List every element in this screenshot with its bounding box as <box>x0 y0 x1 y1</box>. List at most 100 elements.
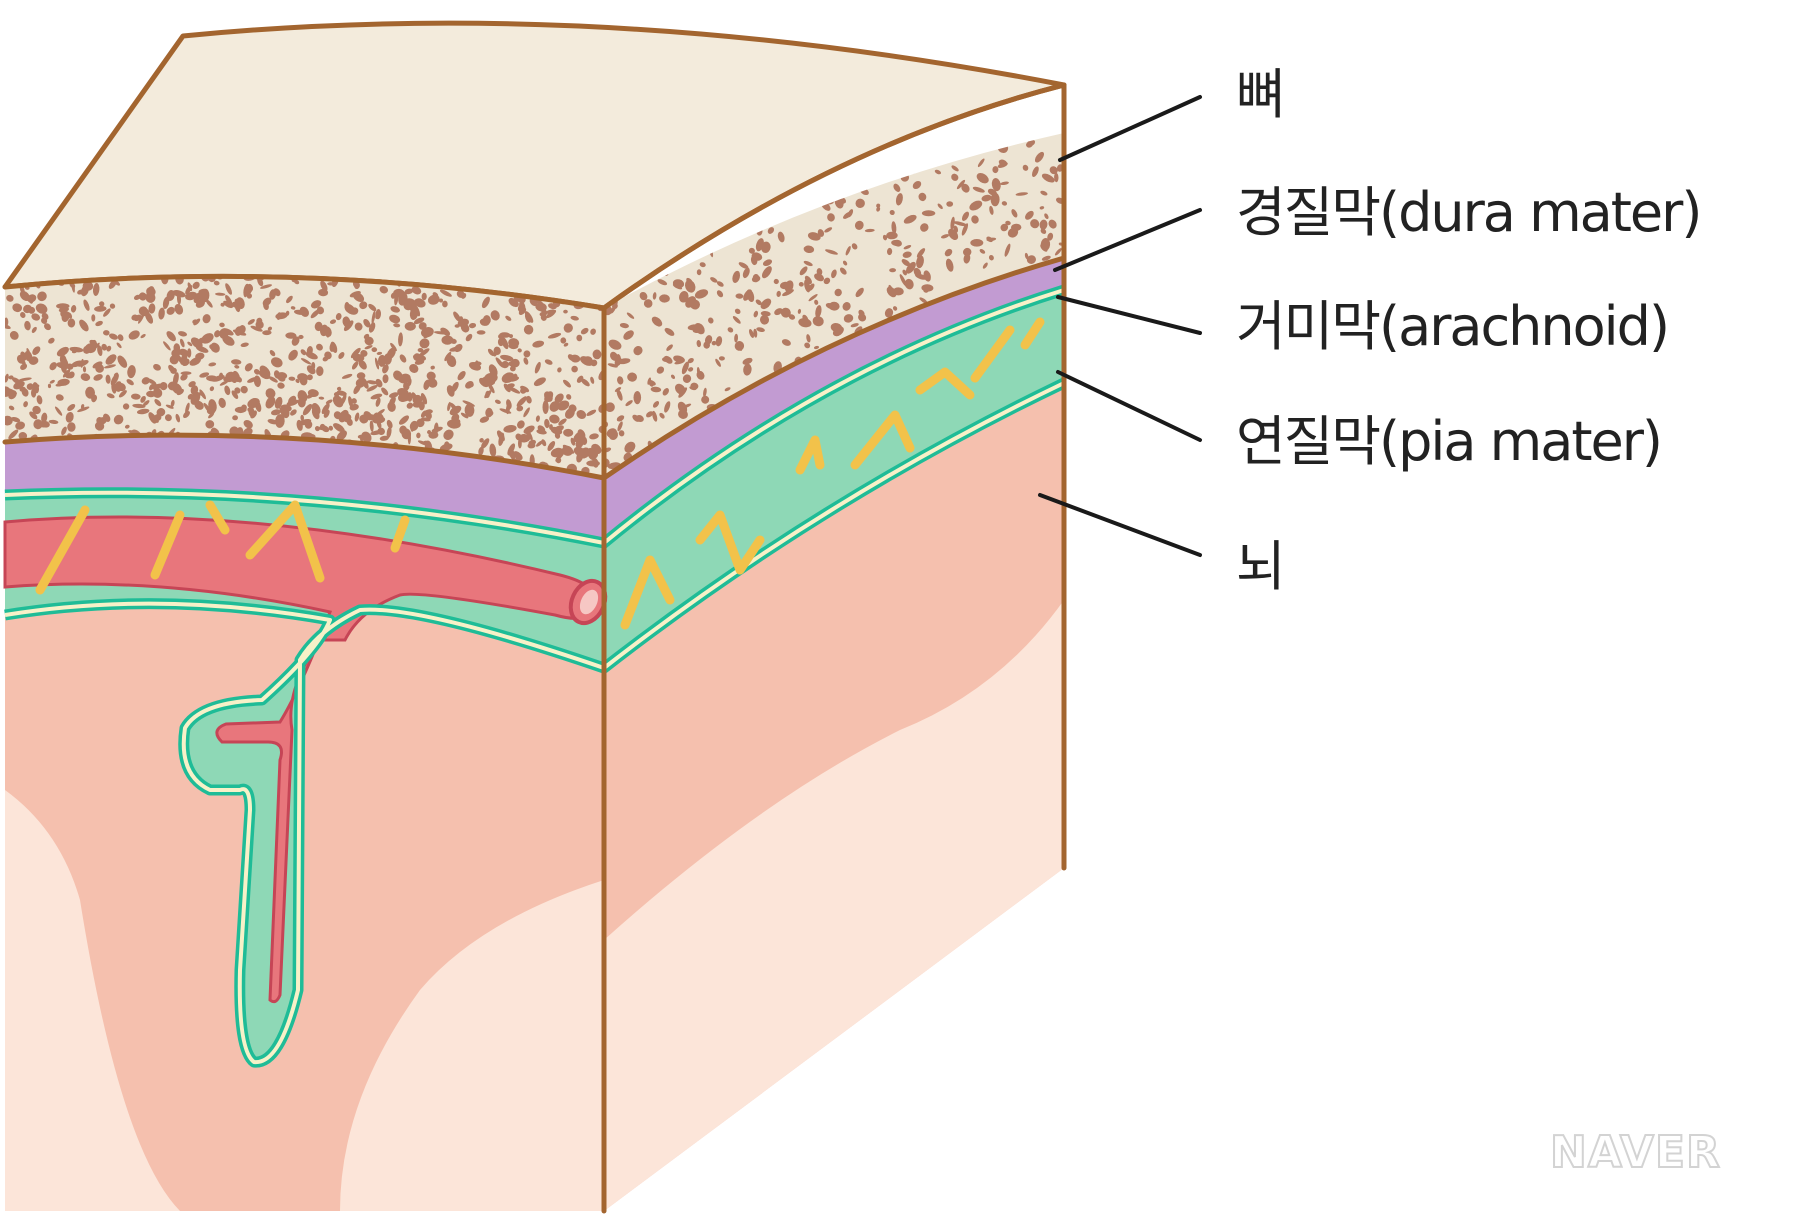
bone-speckle <box>561 445 573 456</box>
bone-speckle <box>370 430 383 436</box>
bone-speckle <box>672 283 683 290</box>
bone-speckle <box>580 327 589 335</box>
bone-speckle <box>352 281 359 289</box>
bone-speckle <box>537 425 546 433</box>
bone-speckle <box>430 365 435 370</box>
bone-speckle <box>389 314 401 324</box>
bone-speckle <box>427 378 438 388</box>
bone-speckle <box>803 260 813 267</box>
bone-speckle <box>756 327 765 332</box>
bone-speckle <box>652 401 660 408</box>
bone-speckle <box>423 379 430 390</box>
bone-speckle <box>324 351 332 360</box>
bone-speckle <box>895 163 902 174</box>
bone-speckle <box>3 255 12 263</box>
naver-watermark: NAVER <box>1549 1126 1721 1179</box>
bone-speckle <box>1040 190 1048 196</box>
bone-speckle <box>684 279 696 293</box>
bone-speckle <box>47 383 52 389</box>
bone-speckle <box>509 452 515 458</box>
bone-speckle <box>748 247 755 254</box>
bone-speckle <box>176 354 184 365</box>
bone-speckle <box>1004 243 1011 257</box>
bone-speckle <box>374 357 380 370</box>
bone-speckle <box>8 405 15 411</box>
bone-speckle <box>162 296 170 309</box>
arachnoid-trabeculae <box>35 317 1045 630</box>
bone-speckle <box>254 368 260 375</box>
bone-speckle <box>724 387 731 392</box>
bone-speckle <box>872 165 878 176</box>
bone-speckle <box>244 363 253 372</box>
bone-speckle <box>32 405 41 415</box>
bone-speckle <box>1034 151 1045 163</box>
bone-speckle <box>234 365 240 369</box>
bone-speckle <box>897 151 910 162</box>
bone-speckle <box>753 310 759 318</box>
bone-speckle <box>555 457 562 464</box>
bone-speckle <box>839 267 847 275</box>
bone-speckle <box>55 394 64 401</box>
bone-speckle <box>516 405 524 412</box>
bone-speckle <box>858 313 867 322</box>
bone-speckle <box>1022 164 1029 171</box>
bone-speckle <box>198 391 204 396</box>
bone-speckle <box>583 356 593 364</box>
bone-speckle <box>316 306 325 315</box>
bone-speckle <box>711 340 717 346</box>
bone-speckle <box>335 313 342 321</box>
bone-speckle <box>963 247 972 257</box>
bone-speckle <box>379 285 388 294</box>
bone-speckle <box>499 332 511 338</box>
bone-speckle <box>427 294 440 305</box>
bone-speckle <box>109 303 116 309</box>
bone-speckle <box>557 367 562 373</box>
bone-speckle <box>1015 192 1029 196</box>
bone-speckle <box>375 409 385 417</box>
bone-speckle <box>650 386 662 393</box>
bone-speckle <box>777 231 785 243</box>
bone-speckle <box>83 345 91 354</box>
bone-speckle <box>446 385 455 397</box>
bone-speckle <box>31 326 37 333</box>
bone-speckle <box>876 206 881 212</box>
bone-speckle <box>297 397 306 408</box>
bone-speckle <box>534 361 541 374</box>
bone-speckle <box>456 290 465 298</box>
bone-speckle <box>448 420 458 428</box>
bone-speckle <box>457 370 466 381</box>
bone-speckle <box>411 286 422 295</box>
bone-speckle <box>1047 232 1054 241</box>
bone-speckle <box>219 322 225 328</box>
bone-speckle <box>28 356 39 365</box>
bone-speckle <box>114 383 121 391</box>
bone-speckle <box>151 383 165 390</box>
bone-speckle <box>200 288 210 303</box>
bone-speckle <box>727 327 734 333</box>
bone-speckle <box>443 429 454 440</box>
bone-speckle <box>263 301 269 311</box>
bone-speckle <box>797 308 802 314</box>
bone-speckle <box>401 291 407 302</box>
bone-speckle <box>1005 220 1011 226</box>
bone-speckle <box>268 376 278 383</box>
bone-speckle <box>850 323 859 328</box>
bone-speckle <box>368 322 376 333</box>
bone-speckle <box>172 290 186 298</box>
bone-speckle <box>880 151 891 160</box>
bone-speckle <box>1025 210 1034 220</box>
bone-speckle <box>928 157 938 167</box>
bone-speckle <box>478 446 484 456</box>
bone-speckle <box>750 255 758 266</box>
bone-speckle <box>23 401 28 408</box>
bone-speckle <box>259 365 271 378</box>
bone-speckle <box>1040 228 1047 234</box>
bone-speckle <box>106 393 115 399</box>
bone-speckle <box>193 318 201 326</box>
bone-speckle <box>359 414 369 424</box>
bone-speckle <box>1032 166 1039 178</box>
bone-speckle <box>187 341 193 347</box>
bone-speckle <box>62 369 71 378</box>
bone-speckle <box>715 336 723 347</box>
bone-speckle <box>807 232 821 241</box>
